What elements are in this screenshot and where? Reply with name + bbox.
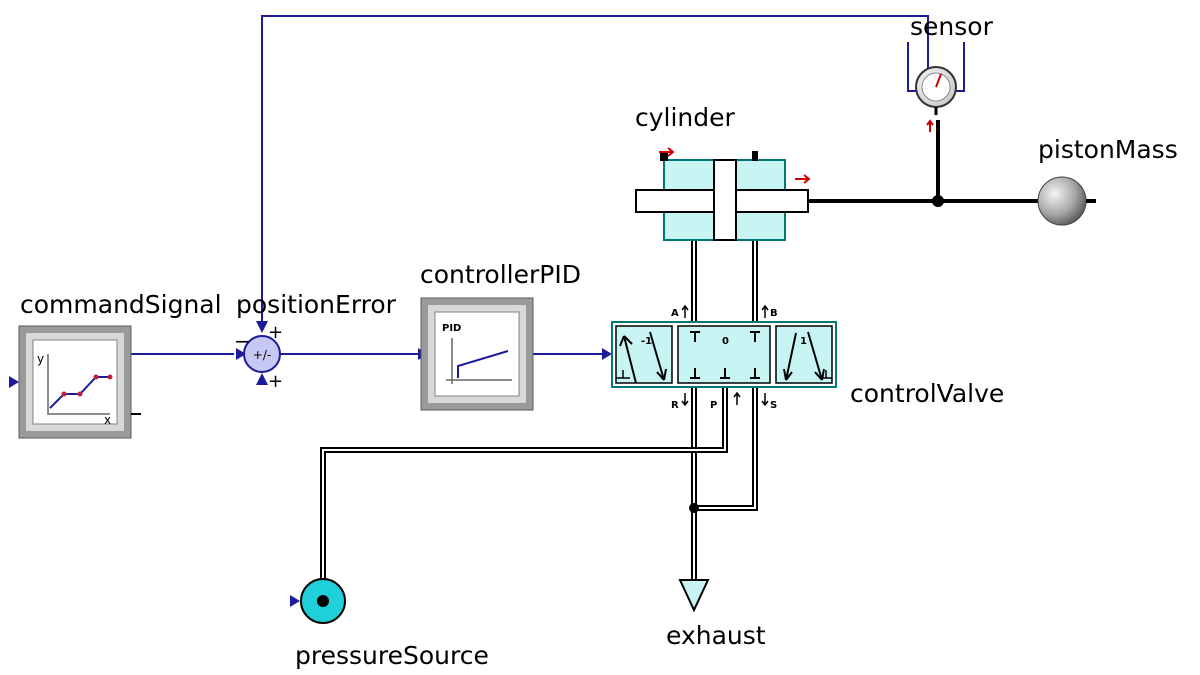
position-error-label: positionError [236,290,397,319]
command-x-axis-label: x [104,413,111,427]
position-error-block[interactable]: +/- − + + [234,322,283,392]
hydraulic-pipes [320,240,758,580]
command-signal-label: commandSignal [20,290,222,319]
valve-pos-left: -1 [641,336,652,347]
sum-symbol: +/- [253,348,271,362]
piston-mass-block[interactable] [1037,176,1096,226]
valve-pos-center: 0 [722,336,729,347]
cylinder-block[interactable] [635,147,811,241]
cylinder-label: cylinder [635,103,736,132]
pid-response-curve [457,350,509,378]
mechanical-rod [808,120,1040,207]
valve-port-a: A [671,308,679,319]
valve-port-s: S [770,400,777,411]
control-valve-block[interactable]: -1 0 1 A B R P S [611,304,837,411]
sum-sign-left: − [234,329,251,353]
feedback-wire [261,15,929,331]
command-y-axis-label: y [37,352,44,366]
controller-pid-label: controllerPID [420,260,581,289]
valve-port-b: B [770,308,778,319]
pressure-source-label: pressureSource [295,641,489,670]
sensor-block[interactable] [907,42,965,132]
valve-pos-right: 1 [800,336,807,347]
sum-sign-bottom: + [268,371,283,392]
command-signal-block[interactable]: y x [9,325,141,439]
exhaust-block[interactable] [678,579,710,613]
exhaust-label: exhaust [666,621,766,650]
control-valve-label: controlValve [850,379,1004,408]
controller-pid-block[interactable]: PID [420,297,534,411]
valve-port-p: P [710,400,717,411]
piston-mass-label: pistonMass [1038,135,1178,164]
sensor-label: sensor [910,12,994,41]
valve-port-r: R [671,400,679,411]
pid-tag: PID [442,323,461,334]
pressure-source-block[interactable] [290,578,346,624]
sum-sign-top: + [268,322,283,343]
